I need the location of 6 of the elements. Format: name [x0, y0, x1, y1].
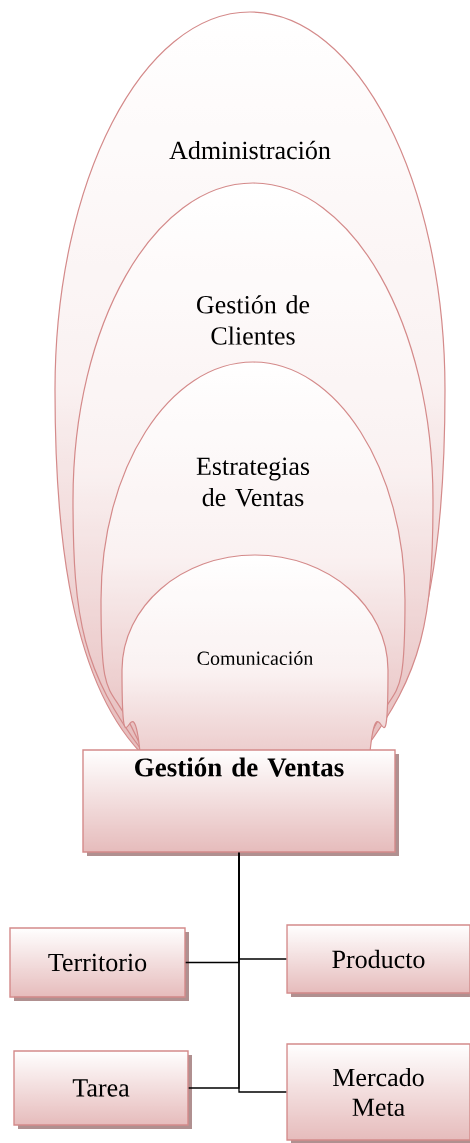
- connector-line: [238, 852, 287, 1093]
- box: Gestión de Ventas: [82, 749, 399, 856]
- box: Tarea: [13, 1050, 192, 1129]
- box: Mercado Meta: [286, 1043, 470, 1143]
- box: Territorio: [9, 927, 189, 1001]
- box: Producto: [286, 924, 470, 997]
